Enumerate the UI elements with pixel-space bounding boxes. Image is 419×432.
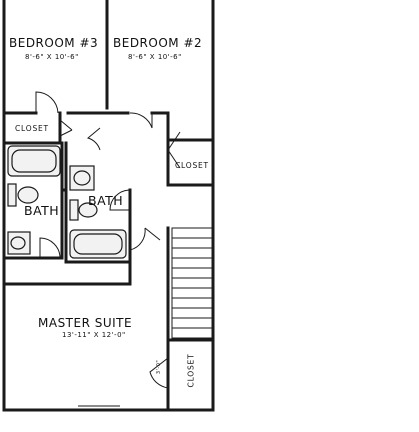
right-sink [73,170,91,186]
bedroom3-door-swing [35,91,59,114]
master-suite-label: MASTER SUITE [38,316,133,330]
left-closet-label: CLOSET [15,124,49,133]
bedroom2-door-swing [129,112,153,129]
right-bath-label: BATH [88,193,124,208]
master-closet-door-swing [149,357,169,389]
right-closet-door [167,131,181,169]
stair-outline [171,227,213,339]
hall-door-swing [86,127,101,151]
exterior-wall [2,0,215,412]
left-toilet-bowl [17,186,39,204]
right-bathtub-inner [73,233,123,255]
bedroom2-label: BEDROOM #2 [113,36,203,50]
bedroom2-dimensions: 8'-6" X 10'-6" [128,53,182,61]
left-bathtub-inner [11,149,57,173]
left-sink [10,236,26,250]
bath-left-wall [2,141,64,260]
stair-wall [166,226,215,342]
master-top-wall [2,260,132,286]
right-closet-wall [166,138,215,187]
bedroom3-label: BEDROOM #3 [9,36,99,50]
left-closet-wall [2,111,62,145]
right-toilet-tank [69,199,79,221]
bath-right-wall [64,141,132,264]
bedroom2-bottom-wall-2 [150,111,215,142]
left-bath-label: BATH [24,203,60,218]
master-suite-dimensions: 13'-11" X 12'-0" [62,331,126,339]
right-bath-door-swing [109,189,131,211]
master-door-swing [129,227,161,251]
bedroom3-dimensions: 8'-6" X 10'-6" [25,53,79,61]
master-closet-door-width: 3'-0" [156,359,163,375]
master-closet-label: CLOSET [186,353,196,388]
left-bath-door-swing [39,237,61,259]
right-closet-label: CLOSET [175,161,209,170]
left-toilet-tank [7,183,17,207]
right-toilet-bowl [78,202,98,218]
stair-treads [172,237,212,329]
left-closet-door [59,119,73,137]
